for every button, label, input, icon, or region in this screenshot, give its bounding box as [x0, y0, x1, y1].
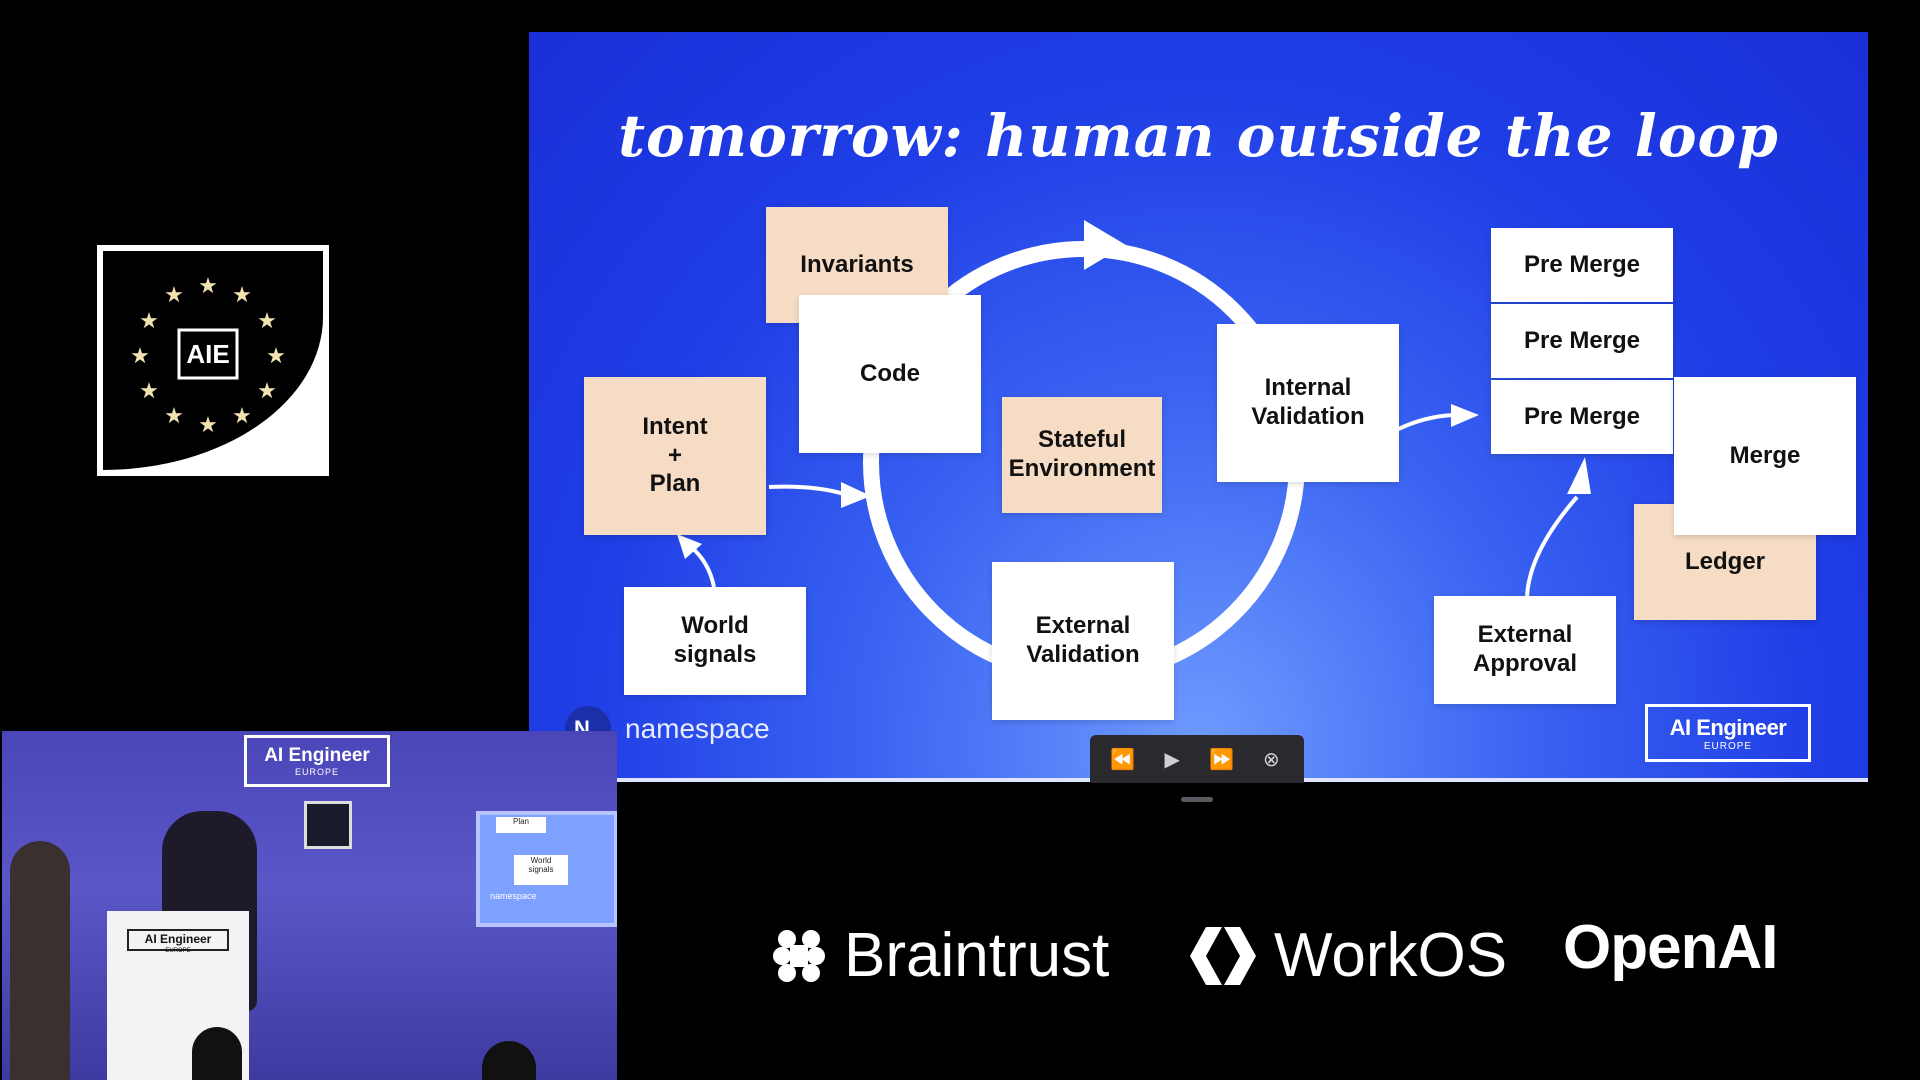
svg-text:★: ★: [130, 344, 150, 369]
workos-logo-icon: [1190, 926, 1256, 985]
lightning-icon: ⚡: [1355, 412, 1399, 485]
play-button[interactable]: ▶: [1164, 747, 1180, 771]
presentation-slide: tomorrow: human outside the loop Invaria…: [529, 32, 1868, 782]
svg-text:★: ★: [257, 379, 277, 404]
premerge-arrowhead: [1451, 404, 1479, 427]
intent-arrowhead: [841, 482, 871, 508]
invariants-label: Invariants: [800, 250, 914, 278]
sponsor-openai: OpenAI: [1563, 912, 1778, 983]
badge-title: AI Engineer: [1669, 714, 1787, 740]
svg-text:★: ★: [232, 283, 252, 308]
external-approval-box: External Approval: [1434, 596, 1616, 704]
conference-logo: ★ ★ ★ ★ ★ ★ ★ ★ ★ ★ ★ ★ AIE: [97, 245, 329, 476]
pre-merge-box-2: Pre Merge: [1491, 304, 1673, 378]
close-button[interactable]: ⊗: [1262, 747, 1280, 771]
pre-merge-label-3: Pre Merge: [1523, 402, 1641, 430]
internal-validation-box: Internal Validation: [1217, 324, 1399, 482]
stage-sign: AI Engineer EUROPE: [244, 735, 390, 787]
lightning-icon: ⚡: [1130, 654, 1174, 727]
ai-engineer-badge: AI Engineer EUROPE: [1645, 704, 1811, 762]
podium-sign: AI Engineer EUROPE: [127, 929, 229, 954]
signals-to-intent-arrow: [689, 545, 716, 588]
ledger-label: Ledger: [1684, 547, 1765, 575]
stage-screen-plan: Plan: [496, 817, 546, 833]
player-controls: ⏪ ▶ ⏩ ⊗: [1090, 735, 1304, 783]
external-validation-label: External Validation: [1026, 612, 1140, 668]
braintrust-logo-icon: [773, 929, 825, 982]
namespace-wordmark: namespace: [625, 713, 770, 744]
stage-screen: Plan World signals namespace: [476, 811, 617, 927]
svg-text:★: ★: [198, 274, 218, 299]
audience-head: [192, 1027, 242, 1080]
pre-merge-box-1: Pre Merge: [1491, 228, 1673, 302]
intent-to-loop-arrow: [768, 484, 845, 496]
stateful-environment-label: Stateful Environment: [1008, 426, 1156, 482]
fast-forward-button[interactable]: ⏩: [1209, 747, 1235, 771]
merge-box: Merge: [1674, 377, 1856, 535]
openai-wordmark: OpenAI: [1563, 913, 1778, 982]
pre-merge-label-1: Pre Merge: [1523, 250, 1641, 278]
world-signals-label: World signals: [673, 612, 757, 668]
approval-to-premerge-arrow: [1525, 495, 1579, 598]
external-validation-box: External Validation: [992, 562, 1174, 720]
podium-sign-title: AI Engineer: [144, 932, 212, 946]
podium-sign-subtitle: EUROPE: [165, 948, 191, 954]
approval-arrowhead: [1567, 457, 1591, 494]
stateful-environment-box: Stateful Environment: [1002, 397, 1162, 513]
sponsor-workos: WorkOS: [1188, 920, 1507, 991]
svg-text:★: ★: [164, 283, 184, 308]
svg-text:★: ★: [139, 379, 159, 404]
rewind-button[interactable]: ⏪: [1110, 747, 1136, 771]
stage-sign-subtitle: EUROPE: [294, 767, 339, 777]
stage-sign-title: AI Engineer: [264, 745, 370, 766]
badge-subtitle: EUROPE: [1703, 740, 1753, 752]
speaker-camera-feed: AI Engineer EUROPE Plan World signals na…: [2, 731, 617, 1080]
code-box: Code: [799, 295, 981, 453]
signals-arrowhead: [677, 534, 702, 559]
loop-arrowhead: [1084, 220, 1126, 270]
slide-title: tomorrow: human outside the loop: [618, 102, 1779, 170]
pre-merge-label-2: Pre Merge: [1523, 326, 1641, 354]
star-ring-icon: ★ ★ ★ ★ ★ ★ ★ ★ ★ ★ ★ ★: [130, 274, 286, 438]
svg-text:★: ★: [232, 404, 252, 429]
internal-validation-label: Internal Validation: [1251, 374, 1365, 430]
svg-text:★: ★: [198, 413, 218, 438]
conference-logo-text: AIE: [186, 338, 230, 369]
intent-plan-label: Intent + Plan: [642, 412, 708, 498]
external-approval-label: External Approval: [1472, 621, 1577, 677]
stage-screen-world: World signals: [514, 855, 568, 885]
audience-head: [482, 1041, 536, 1080]
code-label: Code: [860, 359, 920, 387]
svg-text:★: ★: [139, 309, 159, 334]
stage-emblem: [304, 801, 352, 849]
pre-merge-box-3: Pre Merge: [1491, 380, 1673, 454]
svg-text:★: ★: [164, 404, 184, 429]
svg-text:★: ★: [266, 344, 286, 369]
speaker-silhouette: [10, 841, 70, 1080]
lightning-icon: ⚡: [921, 378, 965, 451]
svg-text:★: ★: [257, 309, 277, 334]
conference-logo-inner: ★ ★ ★ ★ ★ ★ ★ ★ ★ ★ ★ ★ AIE: [103, 251, 323, 470]
intent-plan-box: Intent + Plan: [584, 377, 766, 535]
sponsor-braintrust: Braintrust: [770, 920, 1109, 991]
stage-screen-logo: namespace: [490, 891, 537, 901]
merge-label: Merge: [1729, 441, 1801, 469]
braintrust-wordmark: Braintrust: [844, 921, 1110, 990]
world-signals-box: World signals: [624, 587, 806, 695]
workos-wordmark: WorkOS: [1274, 921, 1508, 990]
drag-handle[interactable]: [1181, 797, 1213, 802]
